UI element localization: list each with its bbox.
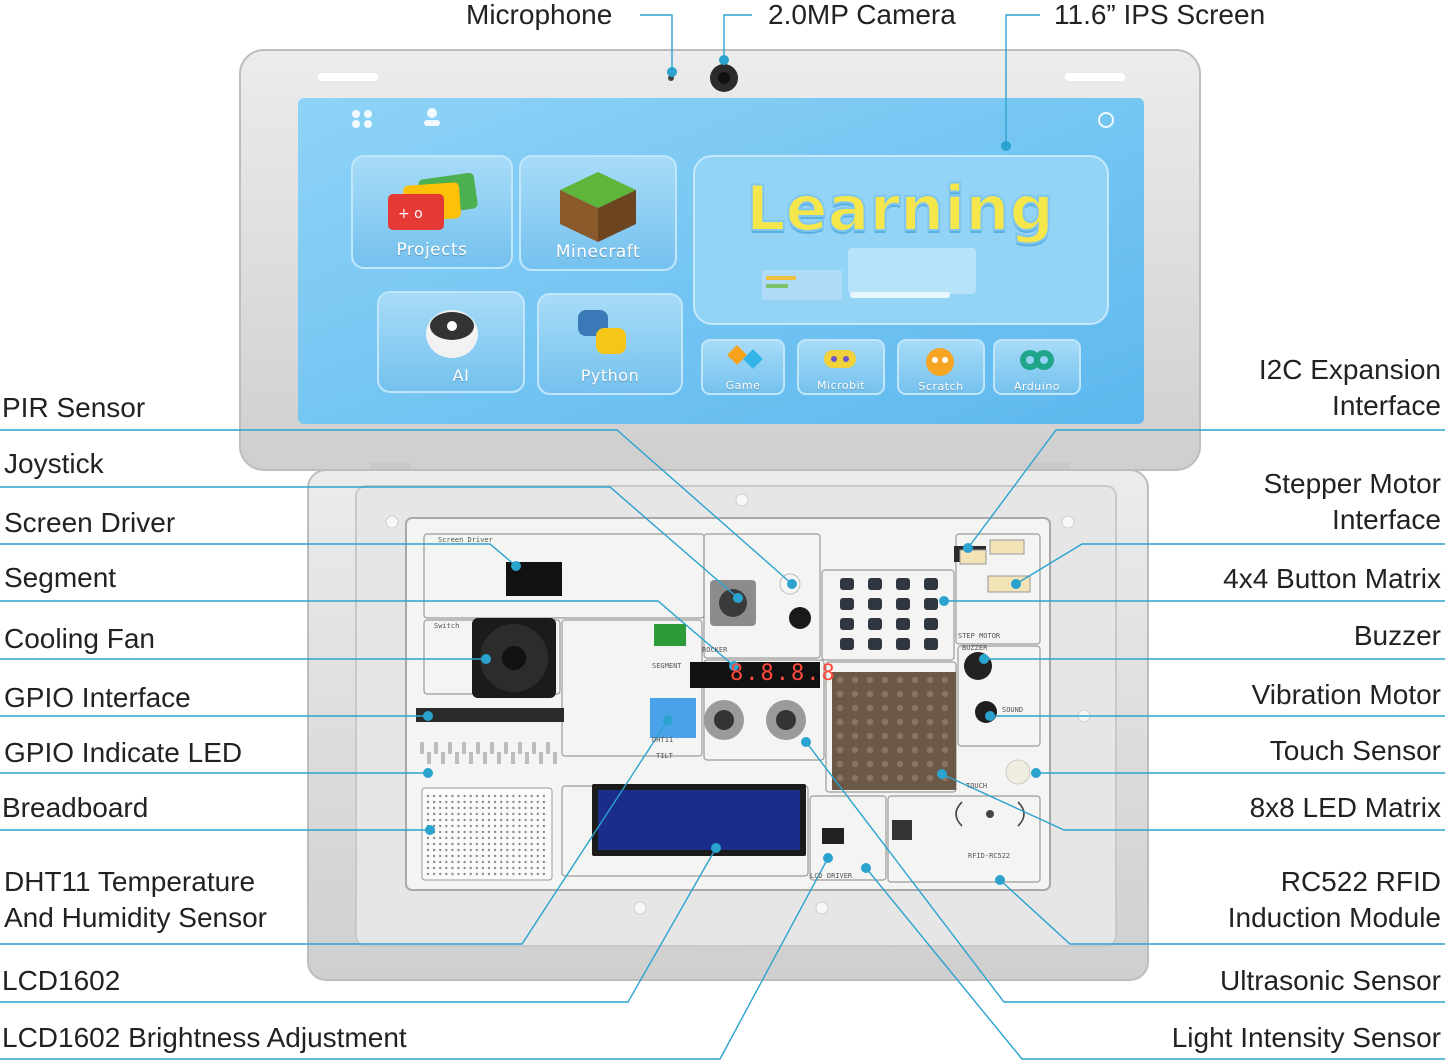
segment-digits: 8.8.8.8 — [730, 661, 837, 686]
label-i2c: I2C Expansion Interface — [1258, 354, 1441, 421]
microbit-icon — [824, 350, 856, 368]
lcd-driver-chip — [822, 828, 844, 844]
tile-projects-label: Projects — [396, 240, 468, 260]
tile-microbit-label: Microbit — [817, 379, 865, 392]
gpio-header — [416, 708, 564, 722]
silk-sound: SOUND — [1002, 706, 1024, 714]
learning-banner: Learning — [745, 171, 1055, 246]
rfid-module — [955, 801, 1025, 827]
label-screen-driver: Screen Driver — [4, 507, 176, 538]
gpio-led-row — [420, 742, 557, 764]
stepper-connector — [987, 575, 1031, 593]
label-light: Light Intensity Sensor — [1171, 1022, 1441, 1053]
vibration-motor — [975, 701, 997, 723]
silk-tilt: TILT — [656, 752, 673, 760]
label-ultrasonic: Ultrasonic Sensor — [1220, 965, 1441, 996]
silk-buzzer: BUZZER — [962, 644, 988, 652]
scratch-cat-icon — [926, 348, 954, 376]
led-matrix — [832, 672, 956, 790]
label-breadboard: Breadboard — [2, 792, 149, 823]
label-lcd1602: LCD1602 — [2, 965, 121, 996]
i2c-connector — [959, 549, 987, 565]
ultrasonic-sensor — [704, 700, 806, 740]
joystick — [710, 580, 756, 626]
silk-rocker: ROCKER — [702, 646, 728, 654]
silk-lcd-driver: LCD DRIVER — [810, 872, 853, 880]
tile-game-label: Game — [725, 379, 761, 392]
tile-scratch-label: Scratch — [918, 380, 964, 393]
projects-icon: + o — [388, 172, 478, 230]
arduino-icon — [1020, 350, 1054, 370]
label-gpio-interface: GPIO Interface — [4, 682, 191, 713]
cooling-fan — [472, 618, 556, 698]
silk-touch: TOUCH — [966, 782, 988, 790]
silk-screen-driver: Screen Driver — [438, 536, 493, 544]
silk-segment: SEGMENT — [652, 662, 682, 670]
svg-text:+ o: + o — [398, 206, 423, 222]
ai-robot-icon — [426, 310, 478, 358]
label-gpio-indicate-led: GPIO Indicate LED — [4, 737, 243, 768]
terminal-block — [654, 624, 686, 646]
button-matrix — [840, 578, 938, 650]
label-led-matrix: 8x8 LED Matrix — [1249, 792, 1441, 823]
tile-minecraft-label: Minecraft — [555, 242, 641, 262]
python-logo-icon — [578, 310, 626, 354]
breadboard — [421, 787, 553, 881]
segment-display — [690, 662, 820, 688]
label-rfid: RC522 RFID Induction Module — [1227, 866, 1441, 933]
silk-switch: Switch — [434, 622, 460, 630]
label-stepper: Stepper Motor Interface — [1263, 468, 1441, 535]
label-vibration: Vibration Motor — [1251, 679, 1441, 710]
lcd1602 — [592, 784, 806, 856]
label-dht11: DHT11 Temperature And Humidity Sensor — [4, 866, 268, 933]
tile-ai-label: AI — [452, 366, 470, 385]
tile-arduino-label: Arduino — [1013, 380, 1061, 393]
touch-pad — [1005, 759, 1031, 785]
label-ips-screen: 11.6” IPS Screen — [1054, 0, 1266, 30]
label-button-matrix: 4x4 Button Matrix — [1223, 563, 1441, 594]
label-camera: 2.0MP Camera — [768, 0, 956, 30]
silk-step-motor: STEP MOTOR — [958, 632, 1001, 640]
silk-dht11: DHT11 — [652, 736, 674, 744]
game-icon — [727, 345, 763, 369]
label-buzzer: Buzzer — [1353, 620, 1441, 651]
silk-rfid: RFID-RC522 — [968, 852, 1011, 860]
laptop-lid: + o — [239, 49, 1201, 471]
desktop-illustration — [762, 248, 976, 300]
label-cooling-fan: Cooling Fan — [4, 623, 155, 654]
label-touch: Touch Sensor — [1269, 735, 1441, 766]
label-joystick: Joystick — [4, 448, 104, 479]
tile-python-label: Python — [580, 366, 640, 385]
laptop-base — [307, 469, 1149, 981]
minecraft-block-icon — [560, 172, 636, 242]
dht11-sensor — [650, 698, 696, 738]
label-segment: Segment — [4, 562, 117, 593]
label-pir-sensor: PIR Sensor — [2, 392, 146, 423]
sound-mic — [789, 607, 811, 629]
label-lcd-brightness: LCD1602 Brightness Adjustment — [2, 1022, 407, 1053]
leader-lines — [0, 14, 1445, 1060]
label-microphone: Microphone — [466, 0, 613, 30]
